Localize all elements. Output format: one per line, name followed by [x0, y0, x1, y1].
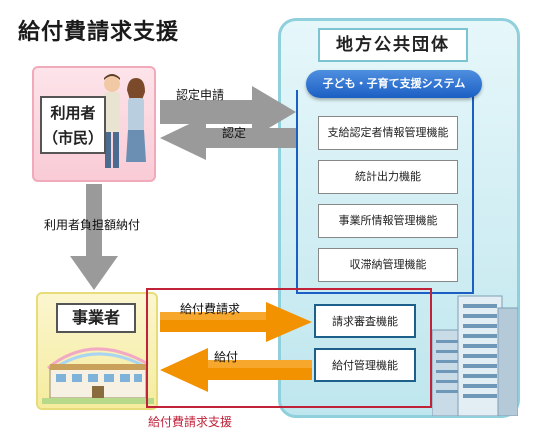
local-government-title: 地方公共団体 — [318, 28, 468, 62]
highlight-caption: 給付費請求支援 — [148, 415, 233, 429]
government-building-icon — [432, 295, 518, 416]
claim-label: 給付費請求 — [180, 302, 241, 316]
citizen-label: 利用者 （市民） — [40, 96, 106, 154]
application-arrow — [160, 86, 296, 138]
benefit-arrow — [160, 348, 312, 392]
function-benefit-management: 給付管理機能 — [314, 348, 416, 382]
nursery-building-icon — [42, 347, 154, 404]
citizen-label-line2: （市民） — [42, 129, 103, 147]
business-label: 事業者 — [56, 303, 136, 333]
payment-arrow — [70, 184, 118, 290]
claim-support-highlight-frame — [146, 288, 432, 408]
function-statistics-output: 統計出力機能 — [318, 160, 458, 194]
citizens-illustration-icon — [104, 74, 146, 168]
page-title: 給付費請求支援 — [18, 20, 180, 45]
benefit-label: 給付 — [214, 350, 239, 364]
citizen-label-line1: 利用者 — [50, 104, 96, 122]
certification-arrow — [160, 116, 296, 160]
system-frame — [296, 90, 474, 294]
system-name-badge: 子ども・子育て支援システム — [306, 70, 482, 98]
function-certified-person-info: 支給認定者情報管理機能 — [318, 116, 458, 150]
certification-label: 認定 — [222, 126, 247, 140]
function-business-info: 事業所情報管理機能 — [318, 204, 458, 238]
function-claim-review: 請求審査機能 — [314, 304, 416, 338]
payment-label: 利用者負担額納付 — [44, 218, 141, 232]
function-arrears-management: 収滞納管理機能 — [318, 248, 458, 282]
application-label: 認定申請 — [176, 88, 225, 102]
